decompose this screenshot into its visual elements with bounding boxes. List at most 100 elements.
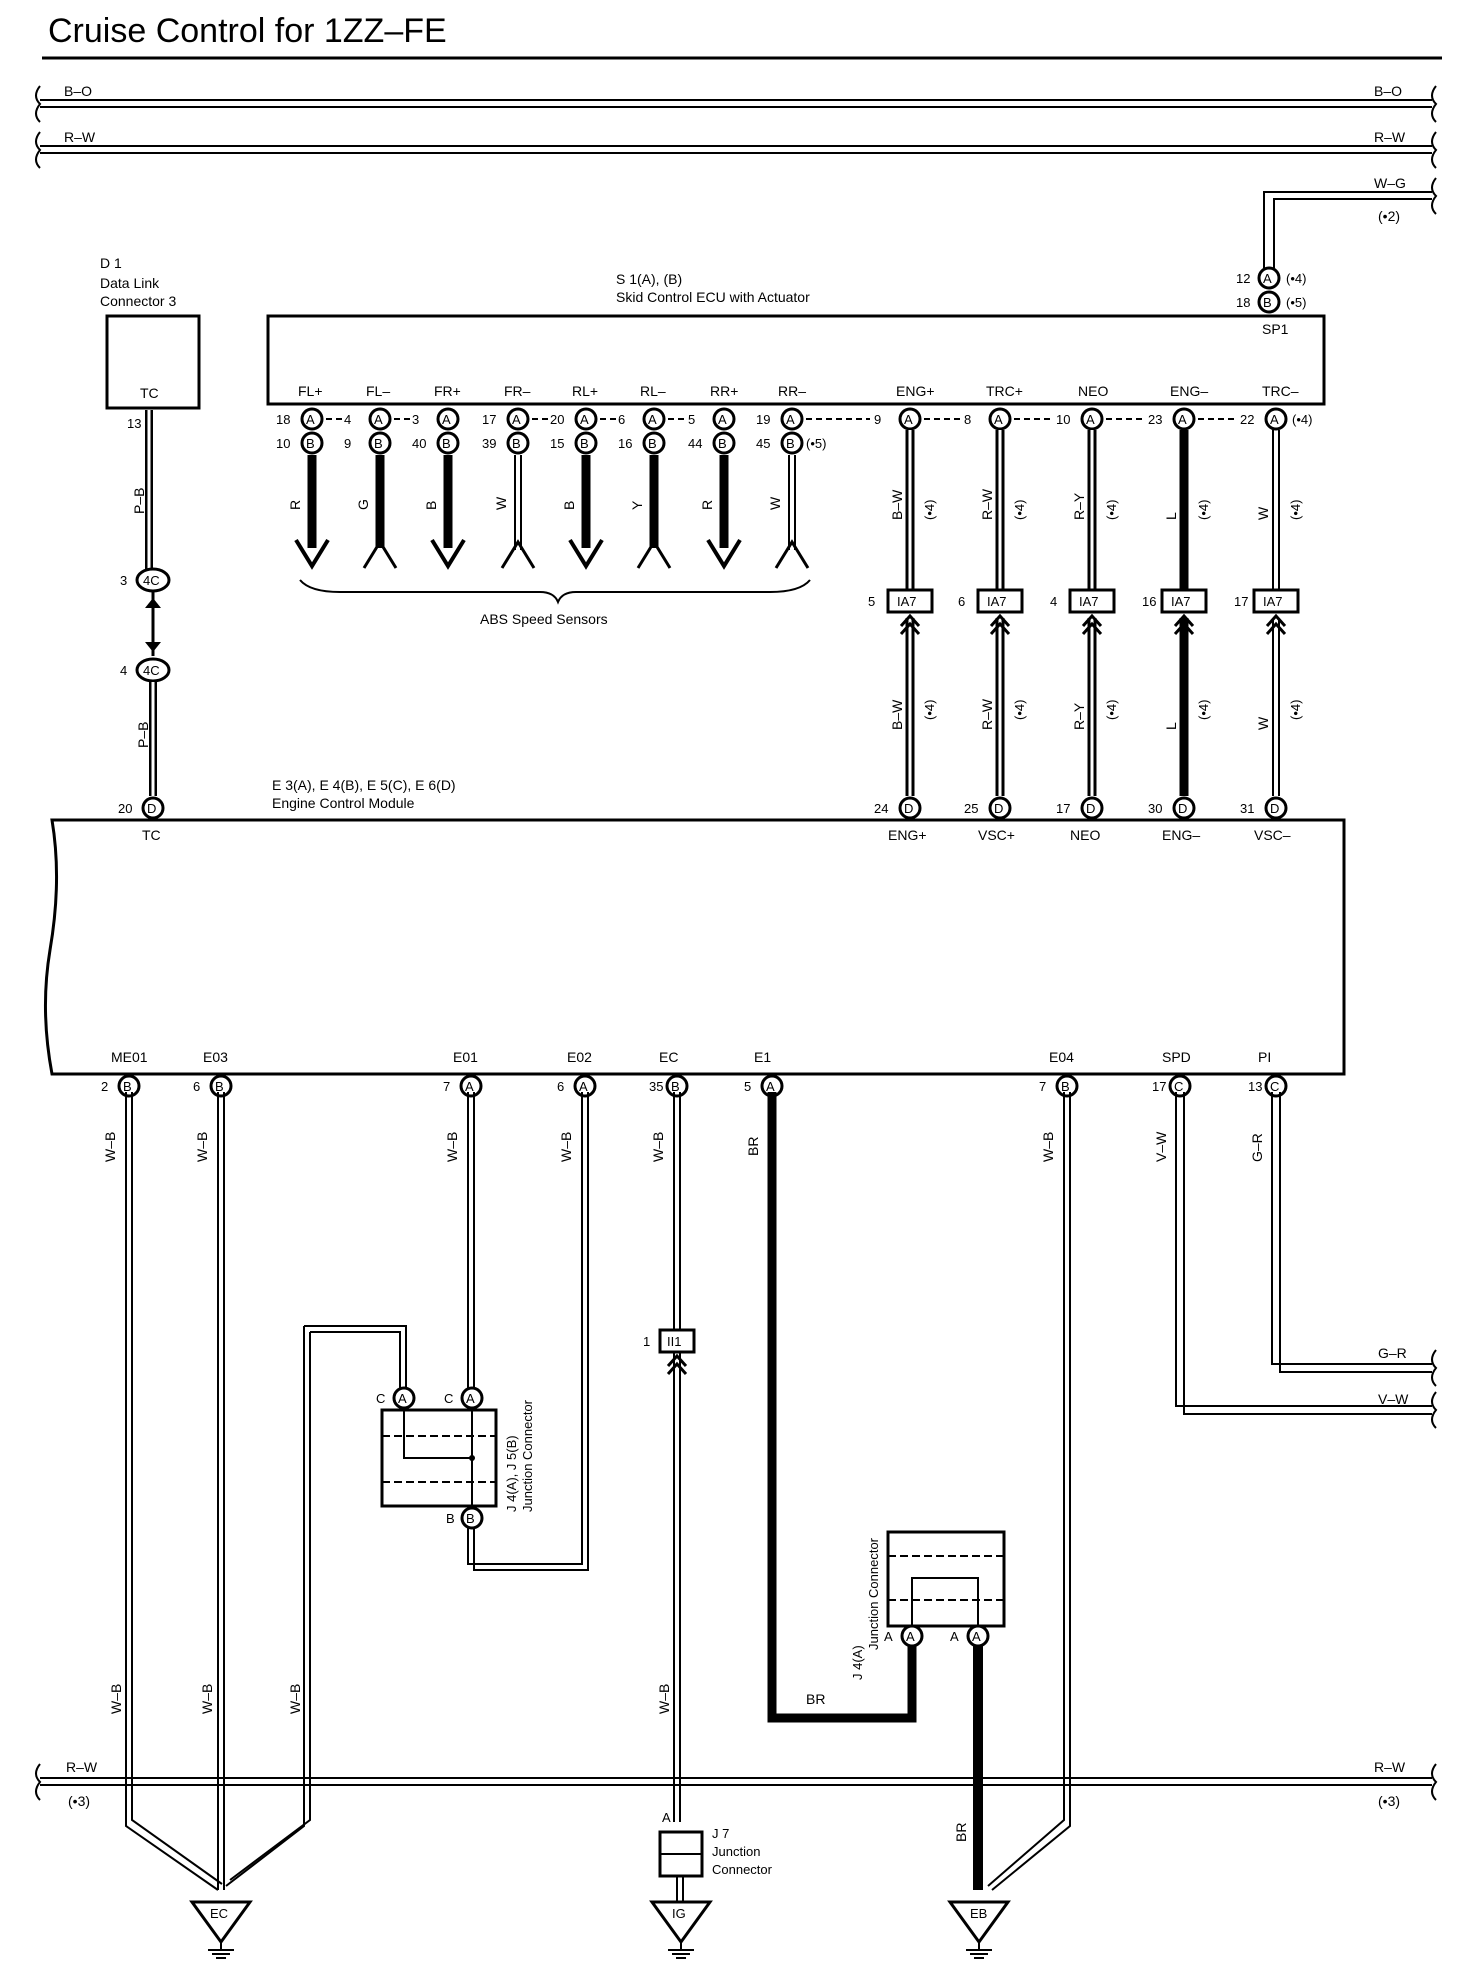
junction-j4-j5: A A B C C B J 4(A), J 5(B) Junction Conn… bbox=[376, 1386, 535, 1530]
sensor-arrow bbox=[500, 539, 536, 569]
svg-text:A: A bbox=[442, 412, 451, 427]
skid-pin-a: A bbox=[780, 407, 804, 431]
svg-text:D: D bbox=[994, 801, 1003, 816]
wire-wb-3: W–B bbox=[287, 1684, 303, 1714]
svg-text:1: 1 bbox=[643, 1334, 650, 1349]
bus-bottom-note-right: (•3) bbox=[1378, 1793, 1400, 1809]
skid-terminal-label: ENG– bbox=[1170, 383, 1208, 399]
ecm-top-pin-number: 24 bbox=[874, 801, 888, 816]
skid-pin-a: A bbox=[988, 407, 1012, 431]
ecm-bottom-pin-number: 35 bbox=[649, 1079, 663, 1094]
svg-text:EB: EB bbox=[970, 1906, 987, 1921]
skid-pin-b: B bbox=[574, 431, 598, 455]
wire-w-g bbox=[1263, 177, 1438, 268]
ecm-top-pin: D bbox=[1172, 796, 1196, 820]
ecm-top-terminal-label: ENG+ bbox=[888, 827, 927, 843]
svg-text:B: B bbox=[671, 1079, 680, 1094]
svg-text:4: 4 bbox=[1050, 594, 1057, 609]
skid-pin-a-number: 8 bbox=[964, 412, 971, 427]
sensor-wire-label: G bbox=[355, 499, 371, 510]
svg-text:6: 6 bbox=[958, 594, 965, 609]
dlc-id: D 1 bbox=[100, 255, 122, 271]
ecm-bottom-pin-number: 7 bbox=[1039, 1079, 1046, 1094]
ecm-bottom-terminal-label: E02 bbox=[567, 1049, 592, 1065]
svg-text:3: 3 bbox=[120, 573, 127, 588]
skid-pin-b: B bbox=[642, 431, 666, 455]
svg-text:18: 18 bbox=[1236, 295, 1250, 310]
svg-text:A: A bbox=[466, 1391, 475, 1406]
skid-pin-a-number: 22 bbox=[1240, 412, 1254, 427]
dlc-terminal: TC bbox=[140, 385, 159, 401]
svg-text:J 7: J 7 bbox=[712, 1826, 729, 1841]
ia7-wire-note: (•4) bbox=[1104, 500, 1119, 520]
ecm-top-pin-number: 25 bbox=[964, 801, 978, 816]
skid-pin-b-number: 44 bbox=[688, 436, 702, 451]
ecm-bottom-pin-number: 13 bbox=[1248, 1079, 1262, 1094]
ecm-bottom-pin: B bbox=[665, 1074, 689, 1098]
connector-4c: 4C 3 4C 4 bbox=[120, 567, 171, 683]
ia7-wire-note: (•4) bbox=[1196, 500, 1211, 520]
ia7-connectors: B–W(•4)B–W(•4)IA75R–W(•4)R–W(•4)IA76R–Y(… bbox=[868, 430, 1303, 796]
skid-pin-a: A bbox=[506, 407, 530, 431]
svg-text:IA7: IA7 bbox=[897, 594, 917, 609]
svg-text:B: B bbox=[442, 436, 451, 451]
ecm-bottom-pin-number: 7 bbox=[443, 1079, 450, 1094]
ecm-bottom-pin: C bbox=[1264, 1074, 1288, 1098]
svg-text:A: A bbox=[950, 1629, 959, 1644]
abs-sensor-brace bbox=[299, 579, 811, 605]
svg-text:B: B bbox=[374, 436, 383, 451]
ecm-bottom-wire-label: W–B bbox=[1040, 1132, 1056, 1162]
ecm-top-pin-number: 30 bbox=[1148, 801, 1162, 816]
skid-terminal-label: RR+ bbox=[710, 383, 738, 399]
ecm-top-pin-number: 17 bbox=[1056, 801, 1070, 816]
wire-g-r-out bbox=[1271, 1092, 1438, 1387]
svg-text:D: D bbox=[904, 801, 913, 816]
wire-p-b-bottom: P–B bbox=[135, 722, 151, 748]
skid-terminal-label: TRC+ bbox=[986, 383, 1023, 399]
ia7-wire-label: B–W bbox=[889, 699, 905, 730]
dlc-box bbox=[105, 314, 201, 410]
sp1-label: SP1 bbox=[1262, 321, 1289, 337]
svg-text:5: 5 bbox=[868, 594, 875, 609]
junction-j7: A J 7 Junction Connector bbox=[658, 1810, 773, 1902]
svg-text:IG: IG bbox=[672, 1906, 686, 1921]
ecm-bottom-wire-label: W–B bbox=[558, 1132, 574, 1162]
svg-text:J 4(A): J 4(A) bbox=[850, 1645, 865, 1680]
svg-text:A: A bbox=[1270, 412, 1279, 427]
ecm-bottom-terminal-label: EC bbox=[659, 1049, 678, 1065]
svg-text:A: A bbox=[465, 1079, 474, 1094]
skid-pin-b: B bbox=[436, 431, 460, 455]
sp1-pins: A B 12 18 (•4) (•5) bbox=[1236, 266, 1306, 314]
skid-pin-note5: (•5) bbox=[806, 436, 826, 451]
ecm-bottom-pin-number: 6 bbox=[557, 1079, 564, 1094]
svg-text:B: B bbox=[306, 436, 315, 451]
ecm-top-pin: D bbox=[1080, 796, 1104, 820]
ia7-wire-note: (•4) bbox=[1288, 700, 1303, 720]
svg-text:IA7: IA7 bbox=[1079, 594, 1099, 609]
skid-pin-b-number: 9 bbox=[344, 436, 351, 451]
ecm-bottom-pin: B bbox=[117, 1074, 141, 1098]
skid-pin-a-number: 19 bbox=[756, 412, 770, 427]
ground-ig: IG bbox=[649, 1900, 713, 1959]
svg-text:TC: TC bbox=[142, 827, 161, 843]
svg-text:20: 20 bbox=[118, 801, 132, 816]
wire-br-bottom: BR bbox=[953, 1823, 969, 1842]
ia7-wire-label: W bbox=[1255, 716, 1271, 730]
skid-pin-b-number: 15 bbox=[550, 436, 564, 451]
svg-text:A: A bbox=[904, 412, 913, 427]
svg-text:(•5): (•5) bbox=[1286, 295, 1306, 310]
svg-text:B: B bbox=[512, 436, 521, 451]
svg-text:B: B bbox=[1263, 295, 1272, 310]
skid-pin-a: A bbox=[1080, 407, 1104, 431]
sensor-arrow bbox=[294, 538, 330, 570]
svg-text:B: B bbox=[446, 1511, 455, 1526]
skid-pin-b-number: 40 bbox=[412, 436, 426, 451]
page-title: Cruise Control for 1ZZ–FE bbox=[48, 12, 447, 50]
ecm-top-pin: D bbox=[898, 796, 922, 820]
svg-text:A: A bbox=[718, 412, 727, 427]
svg-text:IA7: IA7 bbox=[1171, 594, 1191, 609]
sensor-arrow bbox=[774, 539, 810, 569]
skid-pin-b: B bbox=[506, 431, 530, 455]
